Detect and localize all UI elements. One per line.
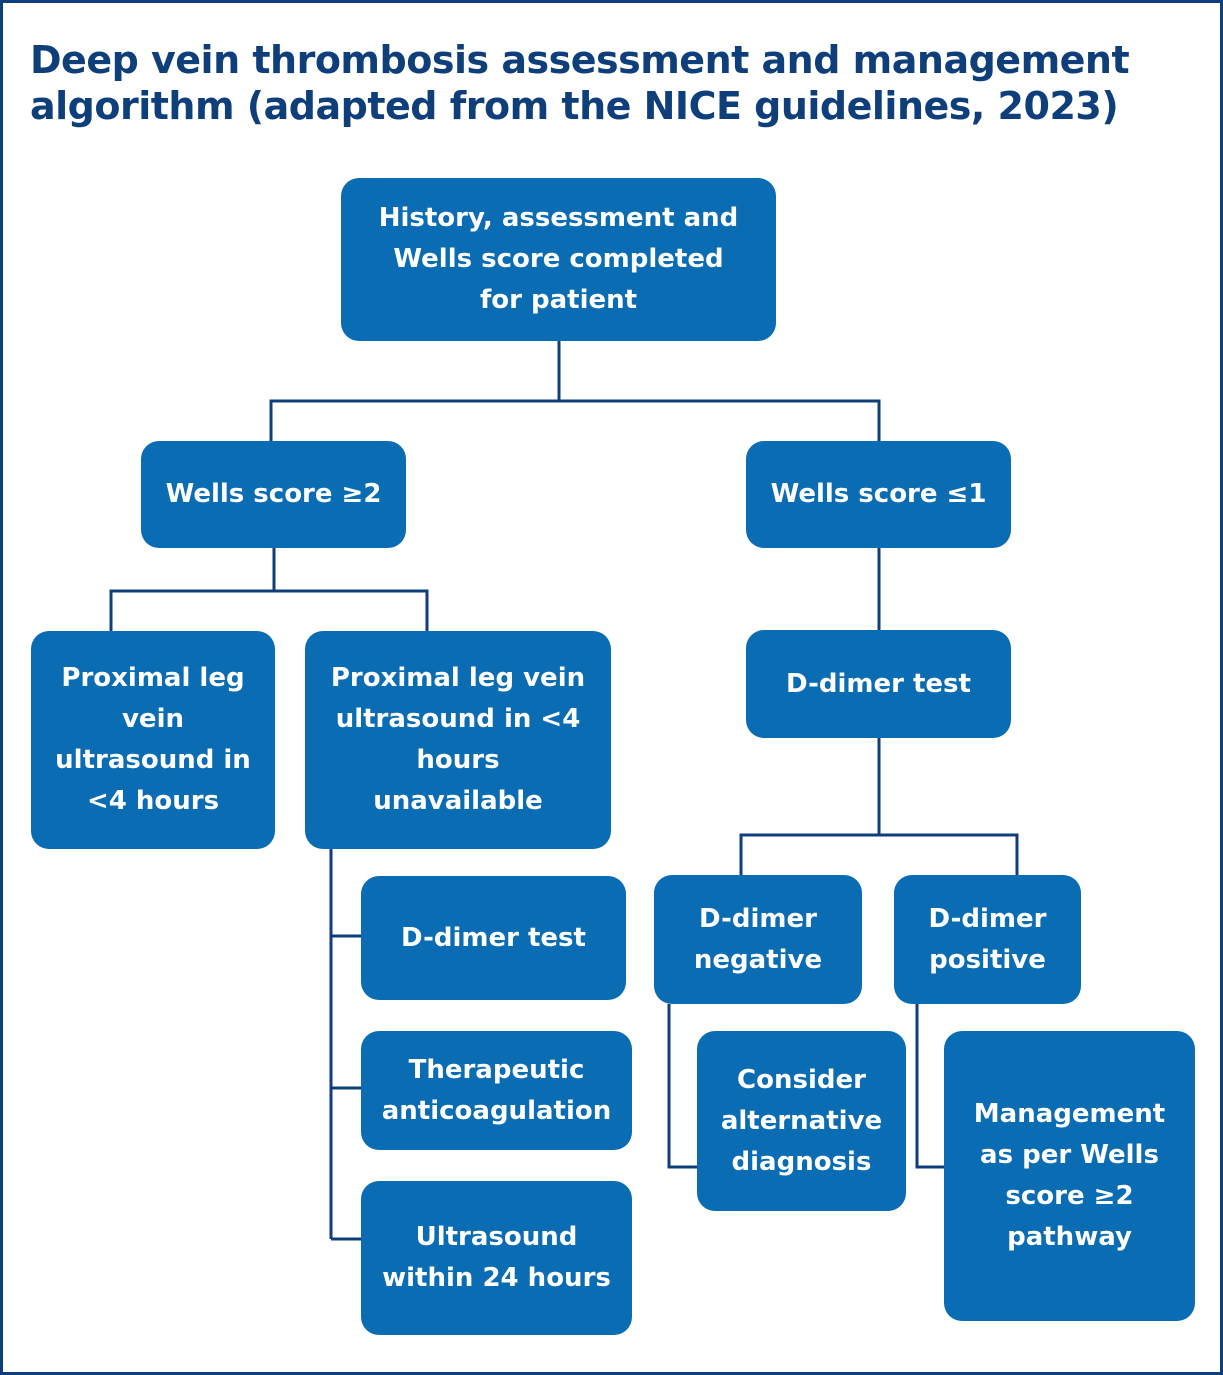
node-anticoagulation: Therapeutic anticoagulation [361, 1031, 632, 1150]
node-ddimer-negative: D-dimer negative [654, 875, 862, 1004]
node-management: Management as per Wells score ≥2 pathway [944, 1031, 1195, 1321]
connector-positive-to-management [915, 1004, 944, 1169]
node-wells-low: Wells score ≤1 [746, 441, 1011, 548]
node-start: History, assessment and Wells score comp… [341, 178, 776, 341]
node-us-unavailable: Proximal leg vein ultrasound in <4 hours… [305, 631, 611, 849]
node-ddimer-low: D-dimer test [746, 630, 1011, 738]
connector-negative-to-alt [667, 1004, 697, 1169]
connector-lines [109, 341, 1019, 1241]
connector-wells-split [269, 399, 881, 441]
node-wells-high: Wells score ≥2 [141, 441, 406, 548]
node-ddimer-high: D-dimer test [361, 876, 626, 1000]
node-us-24h: Ultrasound within 24 hours [361, 1181, 632, 1335]
node-ddimer-positive: D-dimer positive [894, 875, 1081, 1004]
node-alt-diagnosis: Consider alternative diagnosis [697, 1031, 906, 1211]
connector-us-branches [109, 589, 429, 631]
node-us-available: Proximal leg vein ultrasound in <4 hours [31, 631, 275, 849]
diagram-title: Deep vein thrombosis assessment and mana… [30, 38, 1130, 128]
connector-ddimer-results [739, 833, 1019, 875]
